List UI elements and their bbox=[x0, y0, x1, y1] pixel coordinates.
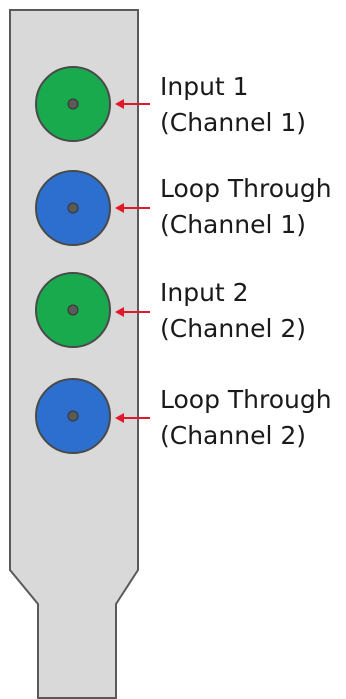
connector-1-pin bbox=[67, 98, 79, 110]
connector-4-label-line2: (Channel 2) bbox=[160, 421, 306, 450]
connector-1-label-line1: Input 1 bbox=[160, 72, 249, 101]
connector-loop-through-2: Loop Through (Channel 2) bbox=[35, 378, 332, 454]
connector-1-label-line2: (Channel 1) bbox=[160, 108, 306, 137]
connector-2-arrow bbox=[115, 203, 150, 213]
connector-3-pin bbox=[67, 304, 79, 316]
connector-3-label-line2: (Channel 2) bbox=[160, 314, 306, 343]
connector-4-pin bbox=[67, 410, 79, 422]
connector-loop-through-1: Loop Through (Channel 1) bbox=[35, 170, 332, 246]
connector-4-arrow bbox=[115, 413, 150, 423]
connector-input-2: Input 2 (Channel 2) bbox=[35, 272, 306, 348]
connector-3-arrow bbox=[115, 307, 150, 317]
connector-input-1: Input 1 (Channel 1) bbox=[35, 66, 306, 142]
connector-4-label-line1: Loop Through bbox=[160, 385, 332, 414]
connector-3-label-line1: Input 2 bbox=[160, 278, 249, 307]
connector-1-arrow bbox=[115, 99, 150, 109]
bracket-plate bbox=[9, 9, 139, 699]
connector-2-label-line2: (Channel 1) bbox=[160, 210, 306, 239]
connector-2-label-line1: Loop Through bbox=[160, 174, 332, 203]
connector-2-pin bbox=[67, 202, 79, 214]
